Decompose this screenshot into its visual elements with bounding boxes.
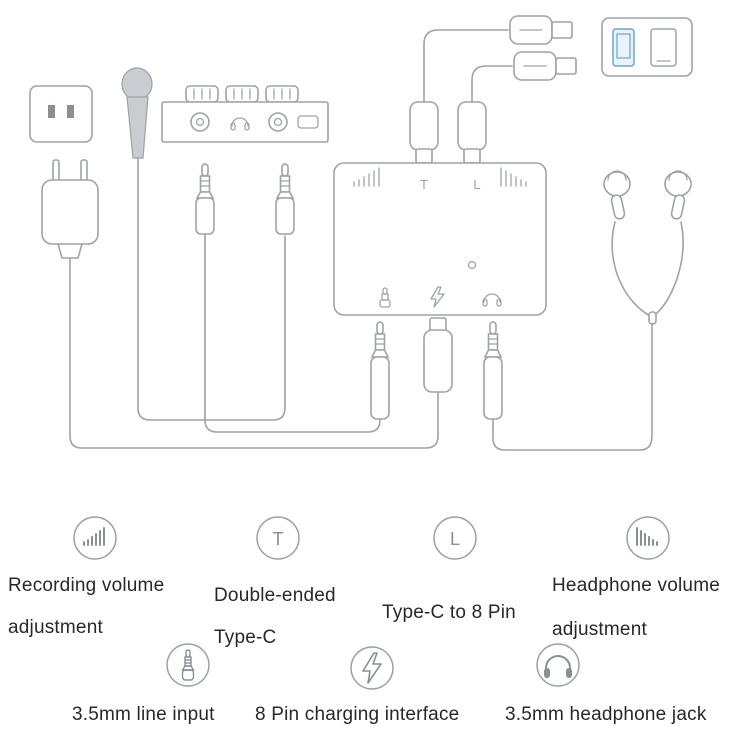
headphones-icon (536, 643, 580, 687)
type-c-to-8pin-label: Type-C to 8 Pin (382, 602, 516, 623)
devices-box (601, 17, 693, 77)
adapter-headphone-glyph (482, 293, 502, 307)
adapter-led (467, 260, 477, 270)
adapter-headphone-volume-icon (500, 167, 527, 187)
recording-volume-icon (73, 516, 117, 560)
bolt-icon (350, 646, 394, 690)
mixer (161, 85, 329, 143)
adapter-device: T L (333, 162, 547, 316)
adapter-recording-volume-icon (353, 167, 380, 187)
headphone-volume-label-1: Headphone volume (552, 575, 720, 596)
adapter-bolt-glyph (430, 286, 445, 308)
headphone-jack-label: 3.5mm headphone jack (505, 704, 707, 725)
earphone-cable-main (492, 323, 653, 451)
mixer-aux-plug-left (195, 163, 381, 433)
eight-pin-letter: L (450, 529, 460, 549)
mixer-headphone-icon (230, 117, 250, 131)
earphone-cable-left (611, 221, 651, 317)
line-in-plug (370, 321, 390, 420)
phone-icon (612, 28, 635, 67)
jack-icon (166, 643, 210, 687)
earphone-cable-right (655, 221, 684, 315)
type-c-cable-2 (457, 51, 577, 164)
eight-pin-connector (423, 317, 453, 393)
microphone-cable (137, 157, 286, 421)
type-c-letter: T (273, 529, 284, 549)
double-ended-label-2: Type-C (214, 627, 277, 648)
type-c-cable-1 (409, 15, 573, 164)
headphone-volume-label-2: adjustment (552, 619, 647, 640)
line-input-label: 3.5mm line input (72, 704, 215, 725)
tablet-icon (650, 28, 677, 67)
recording-volume-label-2: adjustment (8, 617, 103, 638)
charging-interface-label: 8 Pin charging interface (255, 704, 460, 725)
adapter-jack-glyph (379, 287, 391, 308)
adapter-l-label: L (473, 177, 480, 192)
power-outlet-icon (29, 85, 93, 143)
microphone (121, 67, 286, 421)
mixer-aux-plug-right (275, 163, 295, 235)
double-ended-label-1: Double-ended (214, 585, 336, 606)
connection-illustration: T L (29, 15, 693, 451)
eight-pin-letter-icon: L (433, 516, 477, 560)
recording-volume-label-1: Recording volume (8, 575, 165, 596)
adapter-t-label: T (420, 177, 428, 192)
aux-cable (204, 233, 381, 433)
power-cable (69, 257, 439, 449)
type-c-letter-icon: T (256, 516, 300, 560)
headphone-volume-icon (626, 516, 670, 560)
earphones (492, 170, 692, 451)
headphone-plug (483, 321, 503, 420)
power-plug (41, 159, 439, 449)
